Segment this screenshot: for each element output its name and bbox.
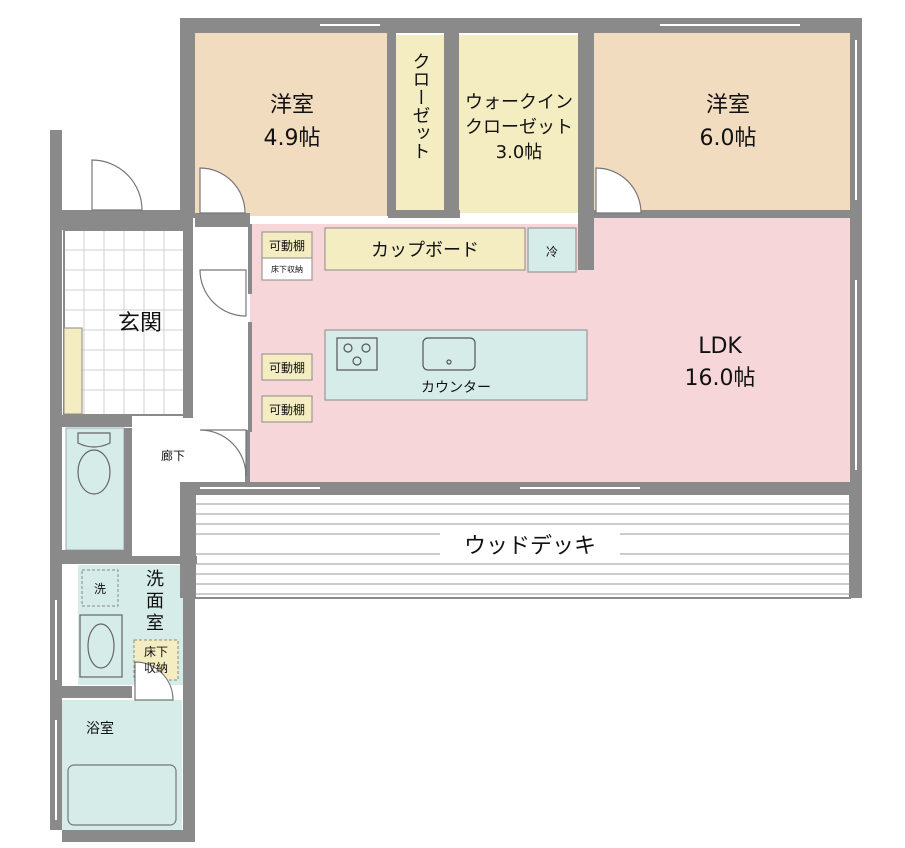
ldk-name: LDK xyxy=(698,334,742,359)
fridge-label: 冷 xyxy=(546,245,558,259)
room-toilet[interactable] xyxy=(65,427,125,551)
walk-in-line2: クローゼット xyxy=(465,117,573,138)
fridge xyxy=(527,227,577,273)
shoe-cabinet xyxy=(63,327,83,415)
walk-in-size: 3.0帖 xyxy=(496,142,543,163)
walk-in-line1: ウォークイン xyxy=(465,92,573,113)
wash-basin-icon xyxy=(79,614,123,678)
kitchen-counter xyxy=(324,329,588,401)
western-left-name: 洋室 xyxy=(270,93,314,118)
bathtub xyxy=(67,764,177,826)
bathroom-label: 浴室 xyxy=(86,720,114,737)
cupboard-label: カップボード xyxy=(371,240,479,261)
underfloor-storage-line2: 収納 xyxy=(144,661,168,675)
movable-shelf-2 xyxy=(261,353,313,381)
cupboard xyxy=(324,227,526,271)
stove-icon xyxy=(336,337,378,371)
room-walk-in-closet[interactable] xyxy=(459,35,579,213)
room-western-right[interactable] xyxy=(594,33,850,216)
closet-label: クローゼット xyxy=(410,52,431,160)
washroom-line1: 洗 xyxy=(146,569,164,590)
movable-shelf-1 xyxy=(261,231,313,259)
washroom-line2: 面 xyxy=(146,591,164,612)
ldk-size: 16.0帖 xyxy=(685,366,756,391)
movable-shelf-3-label: 可動棚 xyxy=(269,402,305,417)
movable-shelf-1-label: 可動棚 xyxy=(269,238,305,253)
western-left-size: 4.9帖 xyxy=(264,126,321,151)
movable-shelf-2-label: 可動棚 xyxy=(269,360,305,375)
walls xyxy=(50,18,862,842)
washer xyxy=(81,569,119,607)
hallway-label: 廊下 xyxy=(161,448,185,463)
western-right-name: 洋室 xyxy=(706,93,750,118)
western-right-size: 6.0帖 xyxy=(700,126,757,151)
washer-label: 洗 xyxy=(94,582,106,596)
wood-deck[interactable] xyxy=(194,493,851,599)
windows xyxy=(55,24,857,820)
sink-icon xyxy=(422,337,476,371)
counter-label: カウンター xyxy=(421,380,491,396)
room-closet[interactable] xyxy=(396,35,444,213)
wood-deck-label: ウッドデッキ xyxy=(464,534,596,559)
doors xyxy=(91,159,642,701)
toilet-icon xyxy=(77,432,111,495)
washroom-line3: 室 xyxy=(146,613,164,634)
entrance-label: 玄関 xyxy=(118,311,162,336)
underfloor-storage-line1: 床下 xyxy=(144,645,168,659)
underfloor-storage-small-label: 床下収納 xyxy=(271,264,303,274)
underfloor-storage-small xyxy=(261,257,313,281)
movable-shelf-3 xyxy=(261,395,313,423)
